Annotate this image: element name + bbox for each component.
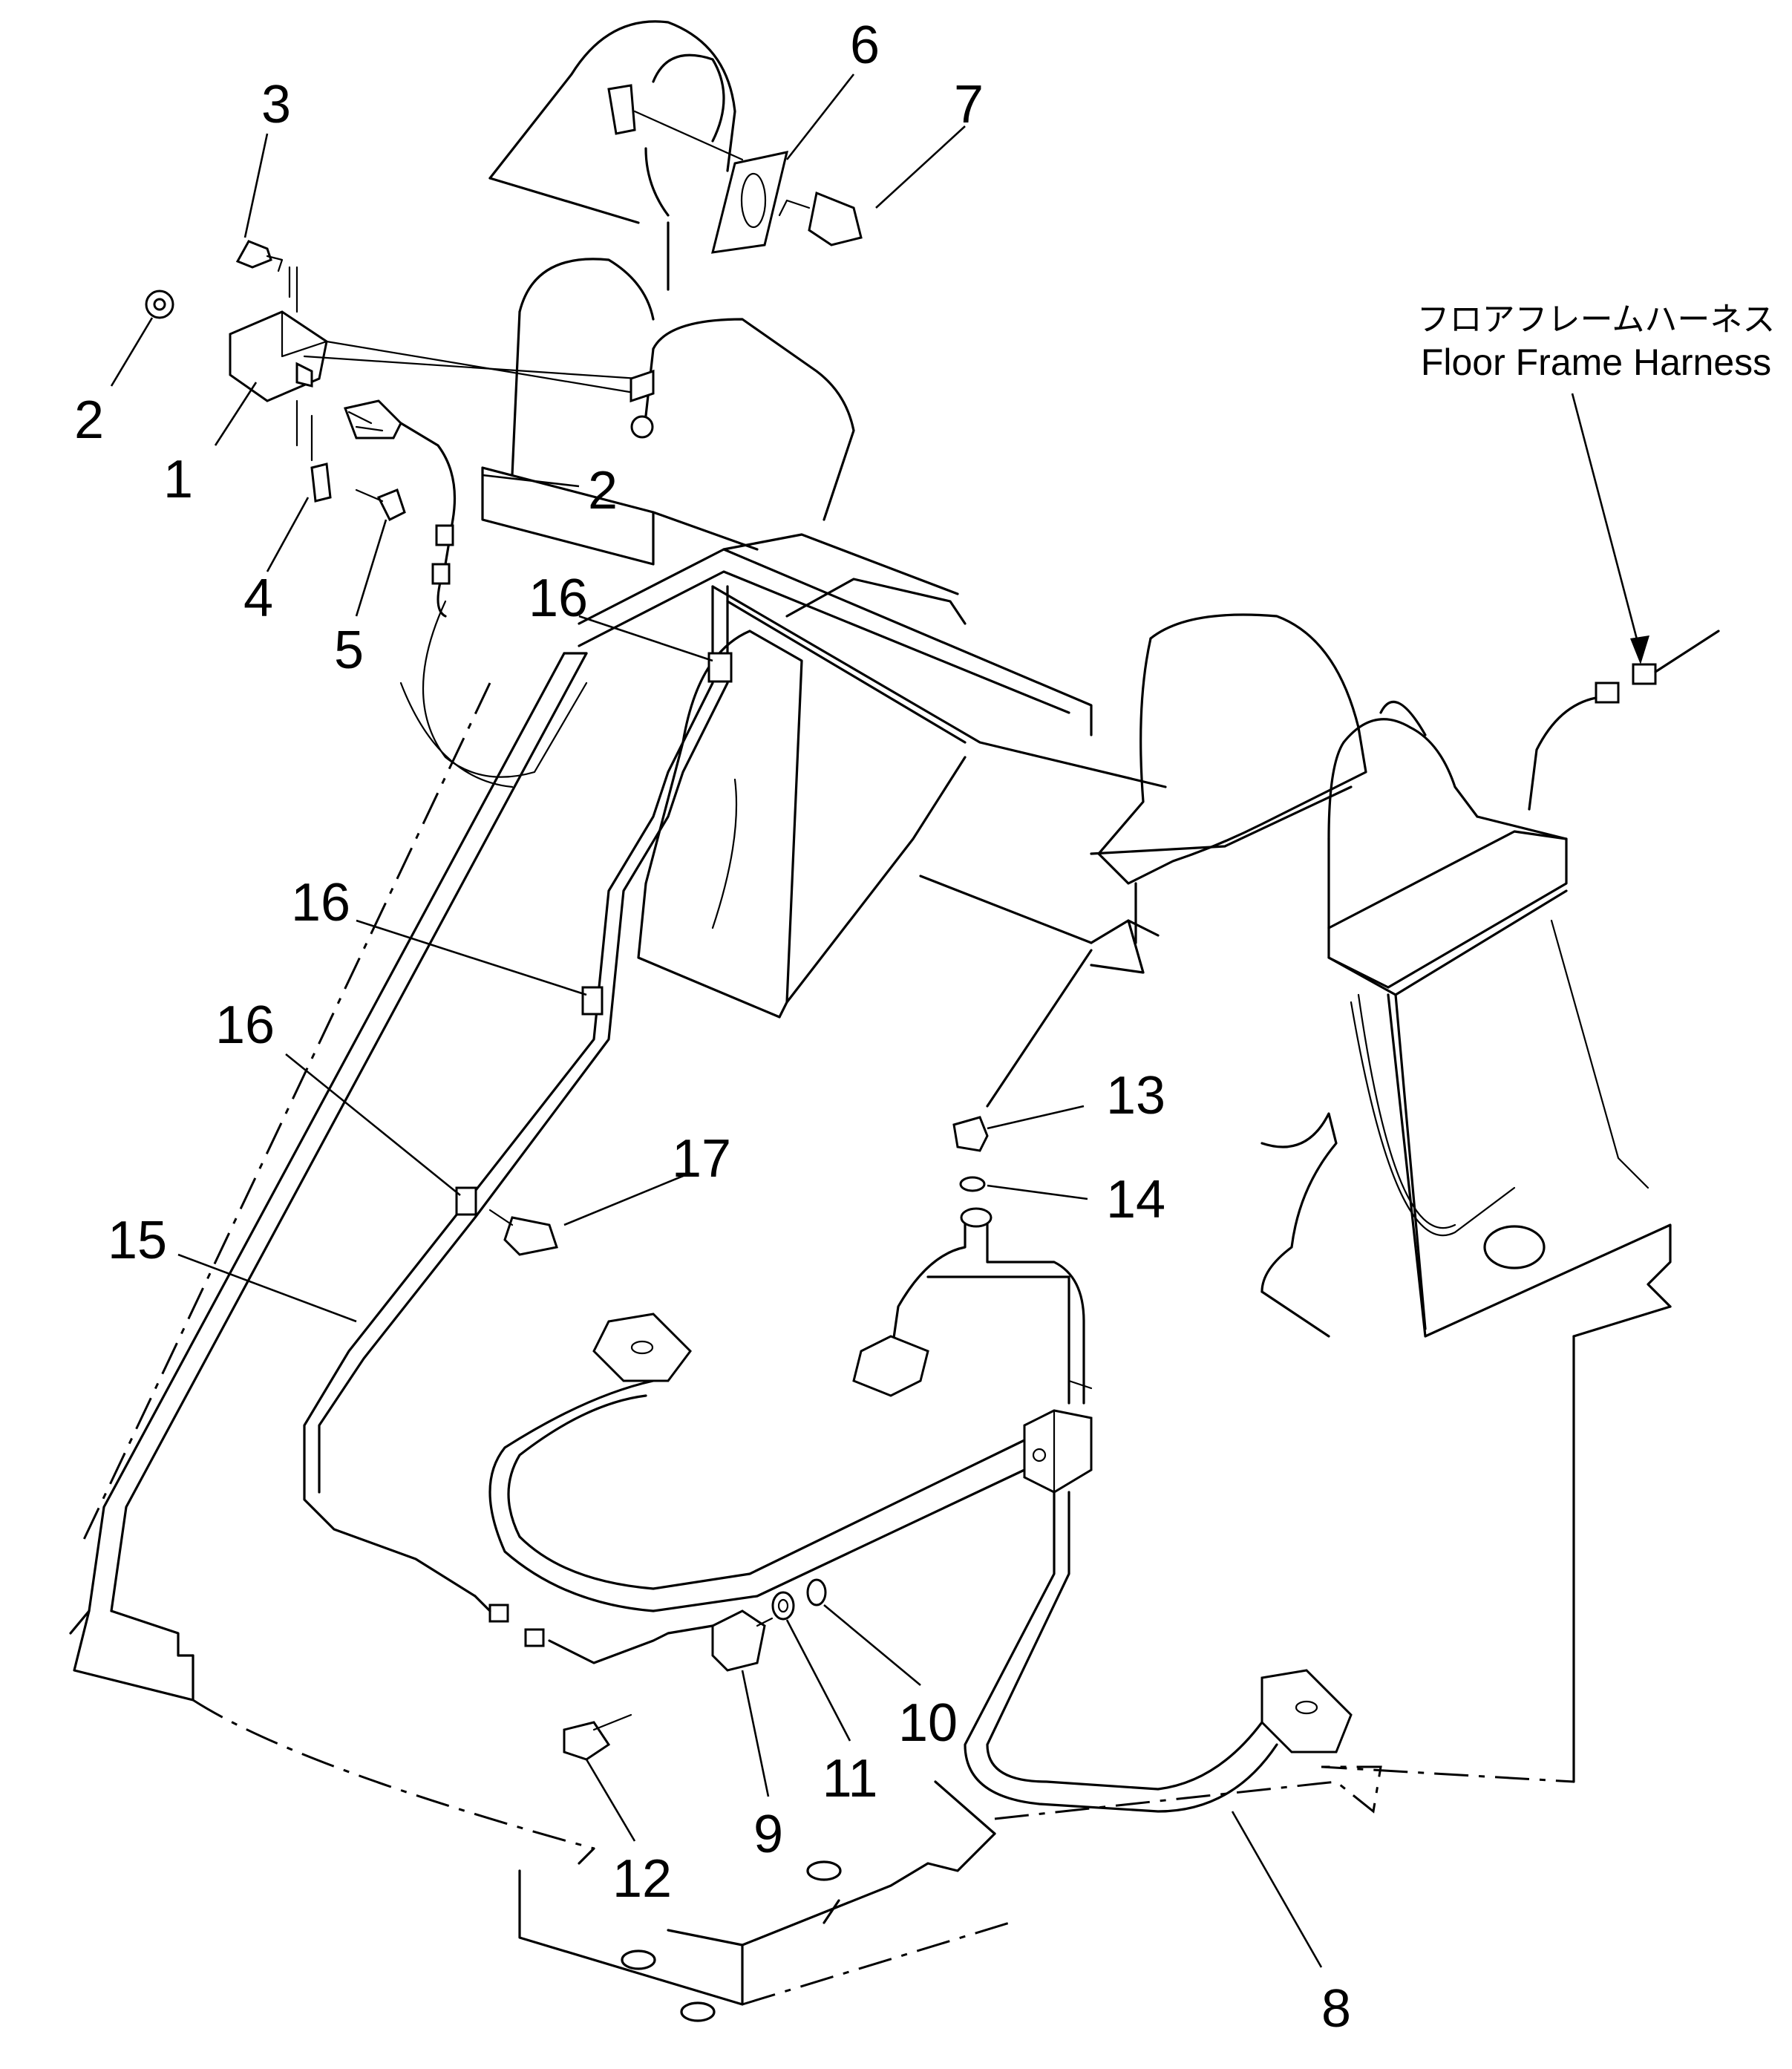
callout-16-middle: 16	[291, 873, 350, 932]
callout-4: 4	[243, 569, 273, 628]
clamps	[455, 652, 733, 1256]
harness-note: フロアフレームハーネス Floor Frame Harness	[1417, 301, 1776, 383]
callout-2-secondary: 2	[588, 461, 618, 520]
clip-part-4	[310, 462, 332, 503]
frame-outline	[69, 20, 1672, 2022]
callout-15: 15	[108, 1211, 167, 1270]
clamp-16-b	[581, 986, 604, 1016]
callout-12: 12	[612, 1849, 672, 1909]
callout-6: 6	[850, 16, 880, 75]
flange-upper	[852, 1335, 929, 1397]
flange-right	[1260, 1669, 1353, 1753]
washer-part-11	[771, 1591, 795, 1621]
callout-16-lower: 16	[215, 996, 275, 1055]
leader-lines	[110, 73, 1649, 1968]
tab-bracket	[607, 84, 636, 135]
harness-note-japanese: フロアフレームハーネス	[1417, 301, 1776, 338]
callout-2: 2	[74, 390, 104, 450]
switch-part-9	[711, 1609, 766, 1672]
small-parts	[474, 1116, 989, 1761]
harness-note-english: Floor Frame Harness	[1421, 341, 1771, 383]
callout-11: 11	[823, 1749, 878, 1808]
callout-5: 5	[334, 621, 364, 680]
callout-13: 13	[1106, 1066, 1165, 1125]
connector-right-a	[1595, 682, 1620, 704]
oring-part-10	[806, 1578, 827, 1607]
callout-14: 14	[1106, 1170, 1165, 1229]
sensor-body	[343, 399, 402, 439]
bolt-part-3	[235, 240, 272, 269]
connector-top	[435, 524, 454, 546]
bolt-part-17	[503, 1216, 558, 1256]
callout-8: 8	[1321, 1979, 1351, 2039]
callout-3: 3	[261, 75, 291, 134]
connector-right-b	[1632, 663, 1657, 685]
bolt-part-5	[376, 488, 406, 522]
pipe-assembly	[488, 1207, 1353, 1813]
callout-17: 17	[672, 1129, 731, 1189]
bolt-part-12	[563, 1721, 611, 1761]
callout-10: 10	[898, 1693, 958, 1753]
callout-16-top: 16	[529, 569, 588, 628]
clamp-16-c	[455, 1186, 477, 1216]
plug-part-13	[952, 1116, 989, 1152]
callout-7: 7	[954, 75, 984, 134]
floor-harness-connectors	[1528, 630, 1720, 811]
callout-labels: 3 2 1 4 5 2 6 7 16 16 16 17 15 13 14 10 …	[74, 16, 1351, 2039]
callout-9: 9	[753, 1805, 783, 1864]
upper-bracket-assembly	[607, 84, 863, 254]
plate-part-6	[711, 151, 789, 254]
clamp-16-a	[707, 652, 733, 683]
flange-left	[592, 1313, 692, 1382]
oring-part-14	[959, 1176, 986, 1192]
sensor-bracket-assembly	[145, 240, 655, 585]
callout-1: 1	[163, 450, 193, 509]
bolt-part-7	[808, 191, 863, 246]
